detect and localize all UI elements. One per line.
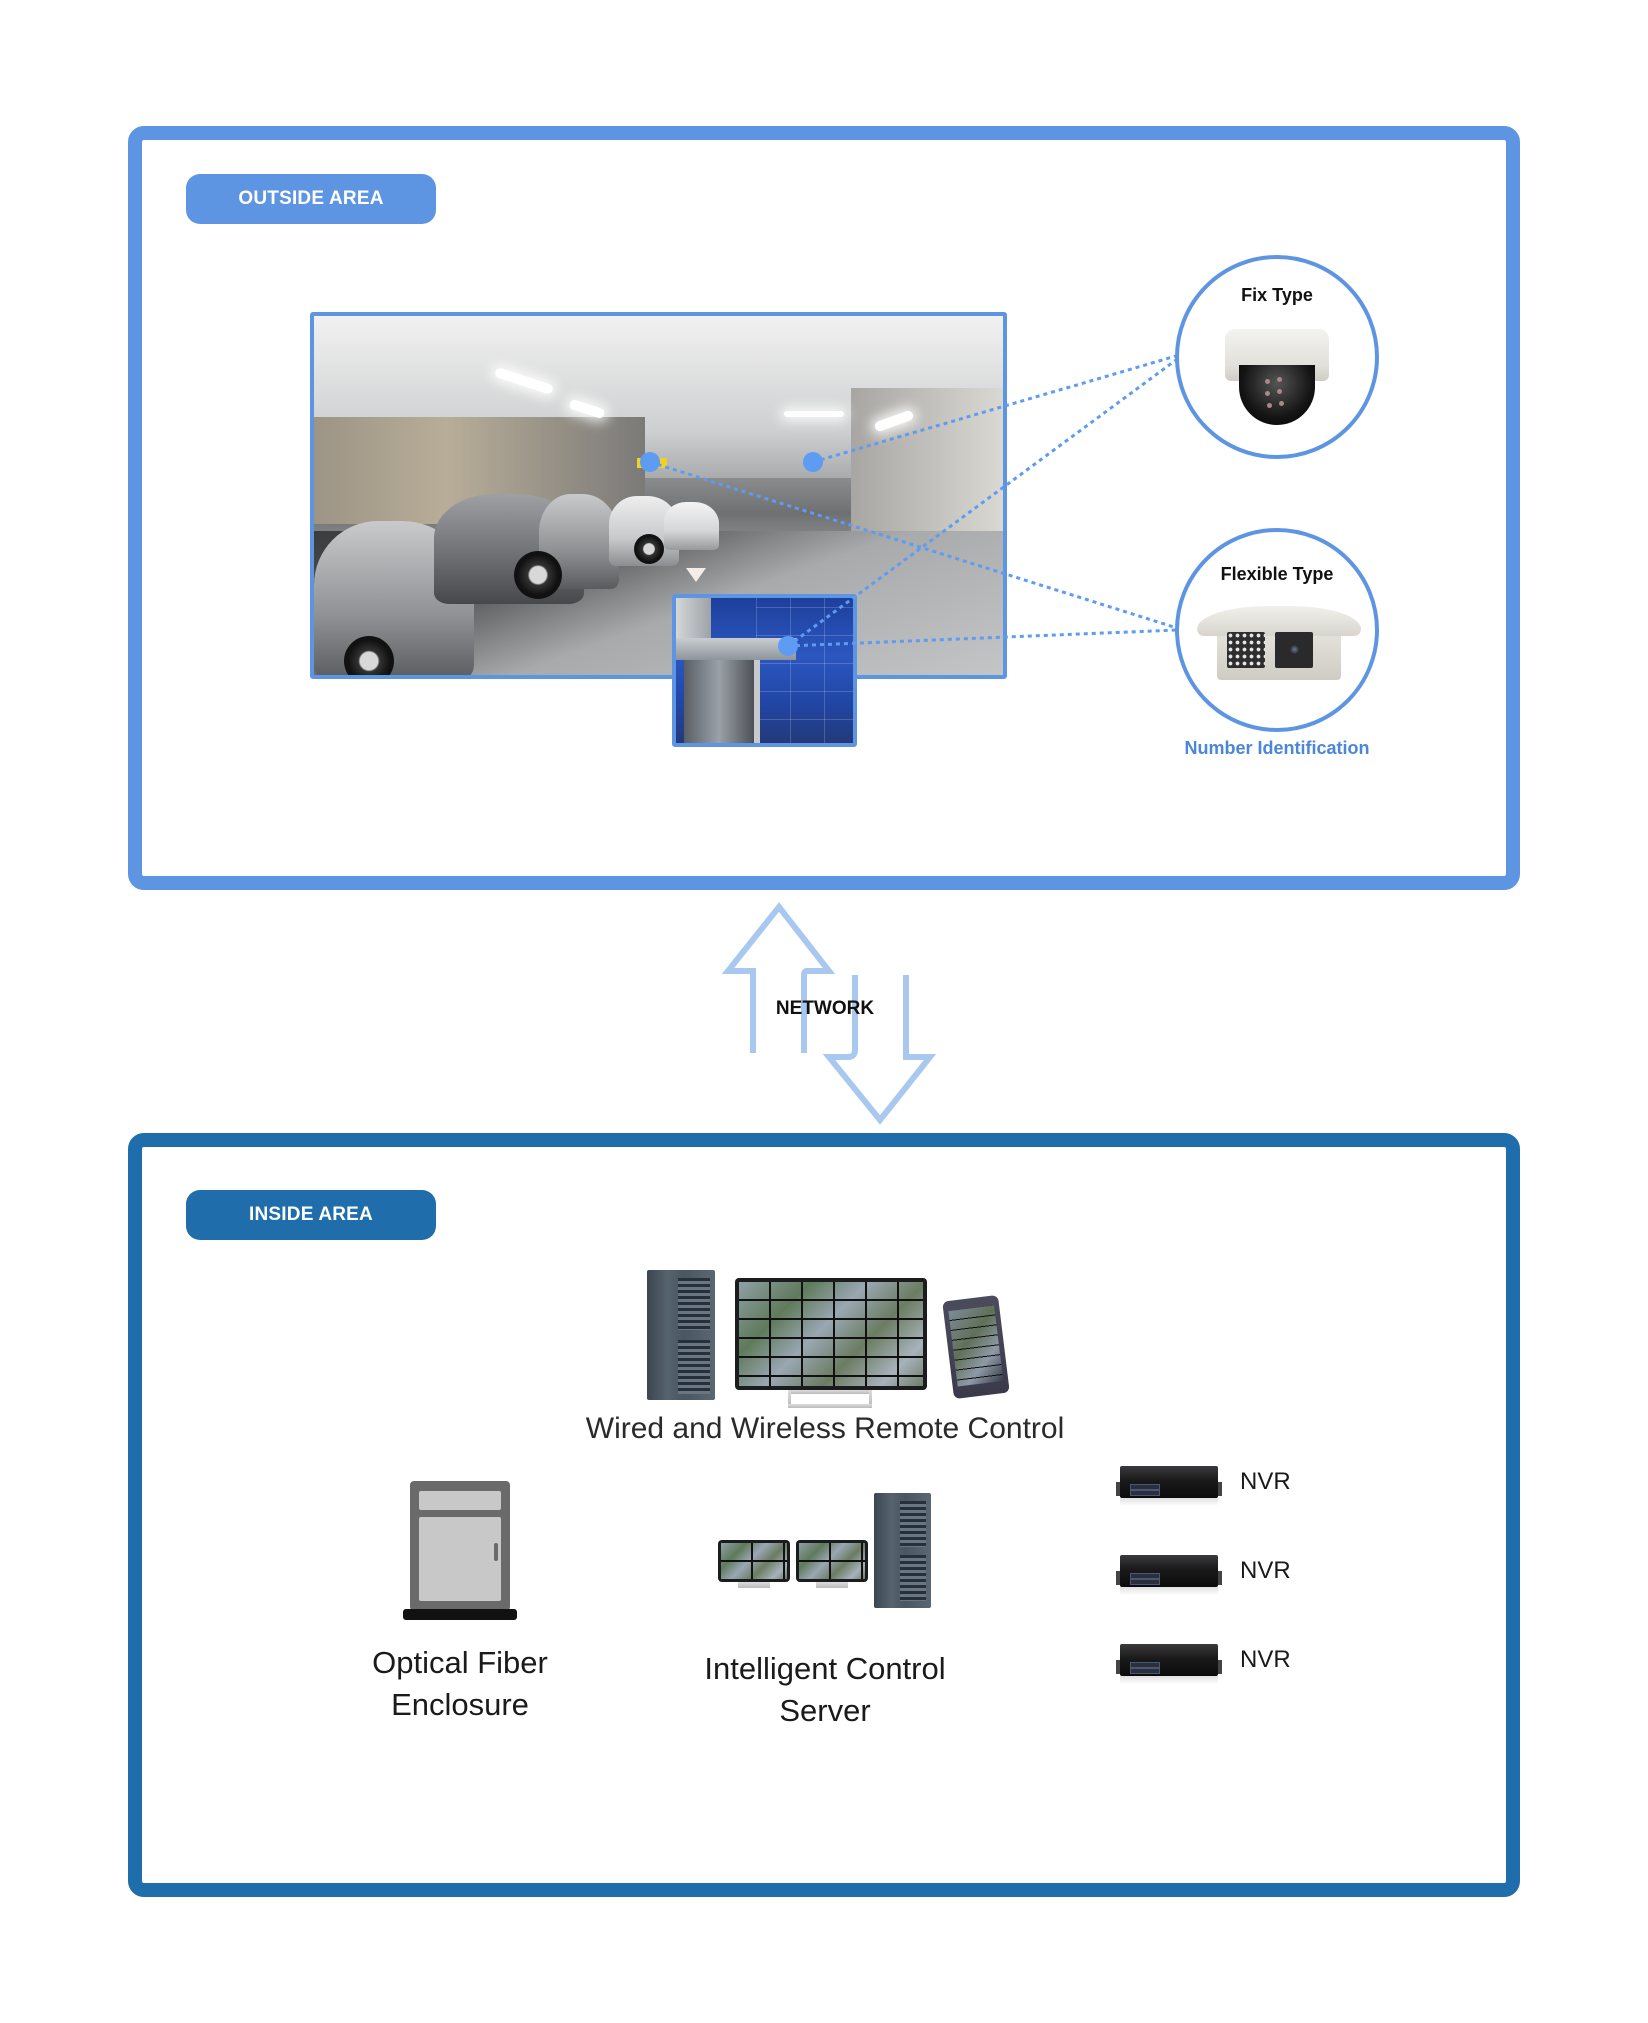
remote-control-label: Wired and Wireless Remote Control — [585, 1412, 1065, 1445]
server-tower-icon — [647, 1270, 715, 1400]
cabinet-plinth — [403, 1609, 517, 1620]
flexible-type-camera-circle: Flexible Type — [1175, 528, 1379, 732]
camera-sun-hood — [1197, 606, 1361, 636]
monitor-stand — [788, 1390, 791, 1406]
inside-area-badge: INSIDE AREA — [186, 1190, 436, 1240]
camera-location-dot[interactable] — [640, 452, 660, 472]
number-identification-caption: Number Identification — [1184, 738, 1370, 758]
inset-scaffold-grid — [756, 598, 853, 743]
parking-garage-photo — [310, 312, 1007, 679]
floor-arrow-marking — [686, 568, 706, 582]
control-server-label-line1: Intelligent Control — [704, 1651, 946, 1686]
ir-led — [1277, 389, 1282, 394]
ir-led — [1265, 391, 1270, 396]
camera-location-dot[interactable] — [778, 636, 798, 656]
control-server-label-line2: Server — [779, 1692, 871, 1728]
monitor-stand — [788, 1404, 872, 1408]
inside-area-badge-label: INSIDE AREA — [249, 1204, 373, 1225]
dome-camera-icon — [1179, 259, 1375, 455]
camera-location-dot[interactable] — [803, 452, 823, 472]
network-label: NETWORK — [775, 998, 875, 1019]
inset-booth — [684, 660, 754, 743]
monitor-stand — [788, 1390, 872, 1394]
smartphone-icon — [942, 1294, 1010, 1400]
ceiling-light — [784, 411, 844, 417]
inset-canopy — [676, 638, 796, 660]
box-camera-with-housing-icon — [1179, 532, 1375, 728]
camera-lens — [1290, 645, 1299, 654]
video-wall-monitor-icon — [735, 1278, 927, 1390]
monitor-stand — [816, 1582, 848, 1588]
optical-fiber-label-line1: Optical Fiber — [372, 1645, 548, 1680]
parked-car — [664, 502, 719, 550]
ir-led — [1267, 403, 1272, 408]
fix-type-title: Fix Type — [1241, 285, 1313, 305]
monitor-stand — [869, 1390, 872, 1406]
optical-fiber-enclosure-label: Optical Fiber Enclosure — [330, 1642, 590, 1726]
outside-area-badge: OUTSIDE AREA — [186, 174, 436, 224]
inside-area-panel — [128, 1133, 1520, 1897]
ir-led — [1279, 401, 1284, 406]
flexible-type-title: Flexible Type — [1220, 564, 1334, 584]
car-wheel — [344, 636, 394, 675]
nvr-label: NVR — [1240, 1468, 1291, 1495]
network-down-arrow-icon — [822, 975, 937, 1125]
server-tower-icon — [874, 1493, 931, 1608]
nvr-icon — [1116, 1466, 1222, 1506]
car-wheel — [634, 534, 664, 564]
monitor-stand — [738, 1582, 770, 1588]
inset-camera-pole — [754, 660, 760, 743]
car-wheel — [514, 551, 562, 599]
ir-led — [1265, 379, 1270, 384]
ir-illuminator-panel — [1227, 632, 1265, 668]
cabinet-icon — [410, 1481, 510, 1611]
monitor-icon — [796, 1540, 868, 1582]
network-up-arrow-icon — [721, 902, 836, 1053]
nvr-label: NVR — [1240, 1646, 1291, 1673]
ir-led — [1277, 377, 1282, 382]
dome-camera-lens-dome — [1239, 365, 1315, 425]
fix-type-camera-circle: Fix Type — [1175, 255, 1379, 459]
inset-building — [676, 598, 711, 638]
gate-camera-inset-photo — [672, 594, 857, 747]
nvr-label: NVR — [1240, 1557, 1291, 1584]
monitor-icon — [718, 1540, 790, 1582]
outside-area-badge-label: OUTSIDE AREA — [238, 188, 384, 209]
nvr-icon — [1116, 1555, 1222, 1595]
optical-fiber-label-line2: Enclosure — [391, 1686, 529, 1722]
intelligent-control-server-label: Intelligent Control Server — [665, 1648, 985, 1732]
remote-control-group — [640, 1265, 1020, 1415]
nvr-icon — [1116, 1644, 1222, 1684]
